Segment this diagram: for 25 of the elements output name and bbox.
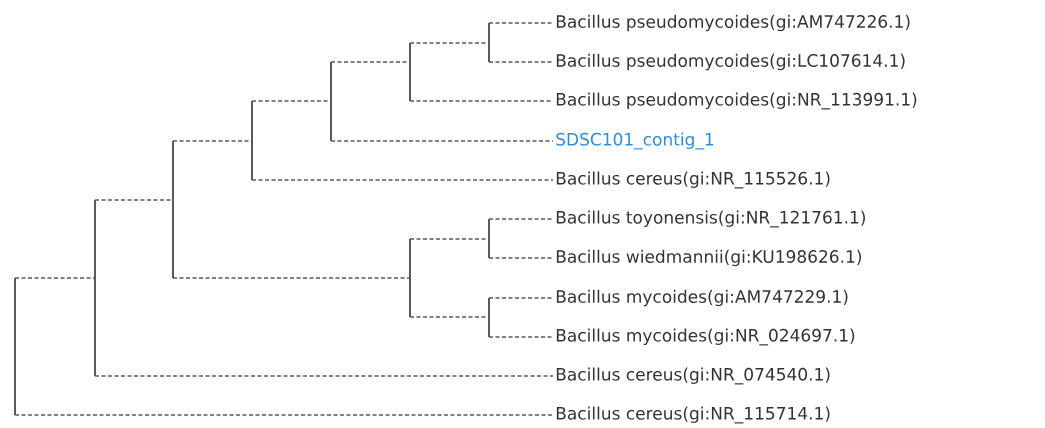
branch-line xyxy=(94,375,554,377)
branch-line xyxy=(14,277,96,279)
branch-line xyxy=(172,277,411,279)
taxon-label: Bacillus cereus(gi:NR_115714.1) xyxy=(556,406,830,424)
branch-line xyxy=(488,218,554,220)
branch-line xyxy=(409,100,554,102)
branch-line xyxy=(94,199,174,201)
taxon-label: Bacillus pseudomycoides(gi:AM747226.1) xyxy=(556,14,910,32)
branch-line xyxy=(330,140,554,142)
taxon-label: SDSC101_contig_1 xyxy=(556,132,714,150)
branch-line xyxy=(488,297,554,299)
branch-line xyxy=(488,336,554,338)
taxon-label: Bacillus wiedmannii(gi:KU198626.1) xyxy=(556,249,861,267)
taxon-label: Bacillus mycoides(gi:NR_024697.1) xyxy=(556,328,855,346)
branch-line xyxy=(488,61,554,63)
taxon-label: Bacillus cereus(gi:NR_074540.1) xyxy=(556,367,830,385)
taxon-label: Bacillus pseudomycoides(gi:NR_113991.1) xyxy=(556,92,917,110)
taxon-label: Bacillus mycoides(gi:AM747229.1) xyxy=(556,289,848,307)
taxon-label: Bacillus toyonensis(gi:NR_121761.1) xyxy=(556,210,865,228)
taxon-label: Bacillus pseudomycoides(gi:LC107614.1) xyxy=(556,53,905,71)
branch-line xyxy=(251,179,554,181)
branch-line xyxy=(488,22,554,24)
branch-line xyxy=(14,414,554,416)
branch-line xyxy=(488,257,554,259)
taxon-label: Bacillus cereus(gi:NR_115526.1) xyxy=(556,171,830,189)
